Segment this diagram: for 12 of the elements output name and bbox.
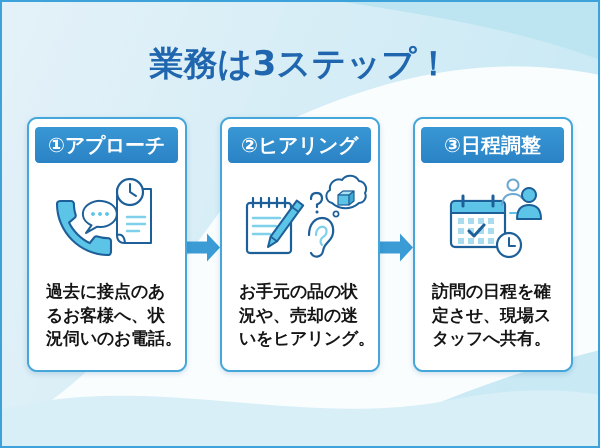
step-description: 過去に接点のあるお客様へ、状況伺いのお電話。	[46, 281, 182, 351]
step-description: お手元の品の状況や、売却の迷いをヒアリング。	[239, 281, 375, 351]
step-heading: ①アプローチ	[35, 127, 178, 163]
arrow	[380, 234, 413, 262]
step-card	[220, 117, 380, 372]
step-card	[413, 117, 573, 372]
step-description: 訪問の日程を確定させ、現場スタッフへ共有。	[432, 281, 551, 351]
title: 業務は3ステップ！	[150, 43, 450, 86]
arrow	[187, 234, 220, 262]
step-heading: ③日程調整	[421, 127, 564, 163]
step-heading: ②ヒアリング	[228, 127, 371, 163]
step-card	[27, 117, 187, 372]
